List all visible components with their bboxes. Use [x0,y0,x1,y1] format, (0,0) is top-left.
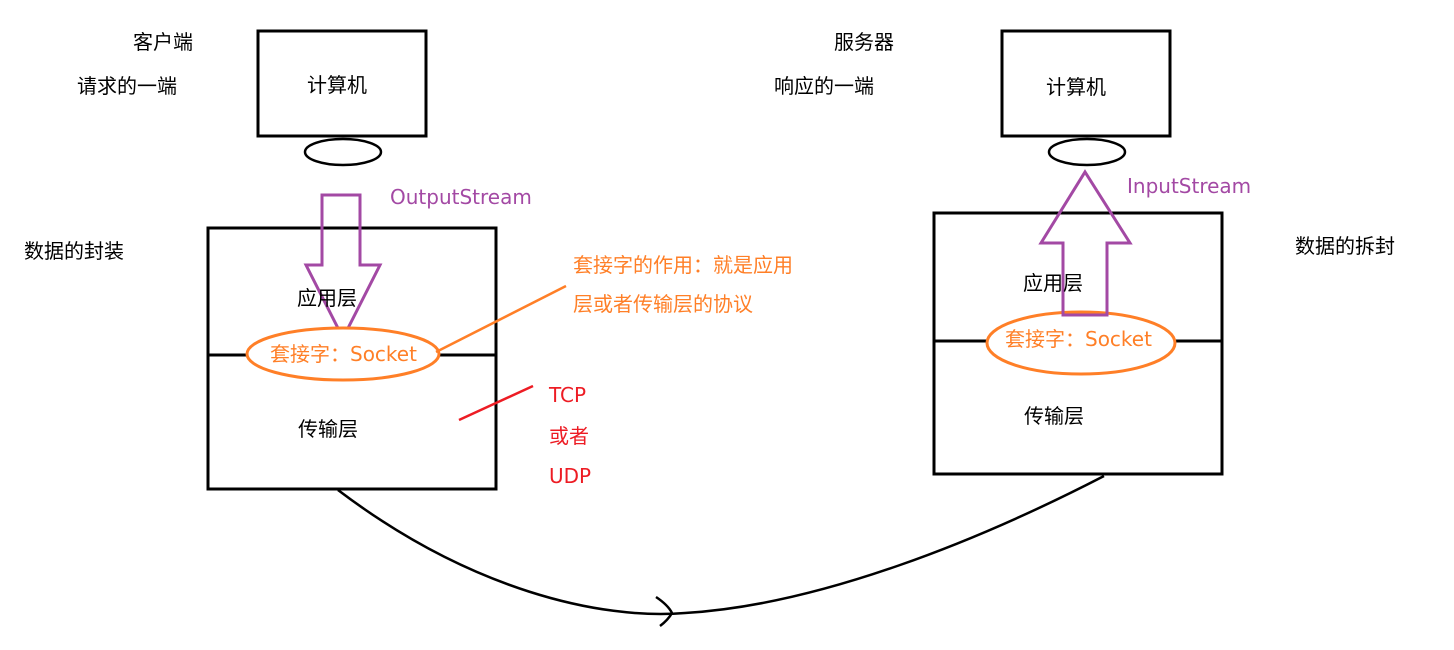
socket-role-line2: 层或者传输层的协议 [573,292,753,316]
client-subtitle: 请求的一端 [77,74,177,98]
client-protocol-stack [206,226,498,491]
server-protocol-stack [932,211,1224,476]
socket-annotation-pointer [435,284,567,354]
output-stream-label: OutputStream [390,185,532,209]
client-transport-layer: 传输层 [298,417,358,441]
server-application-layer: 应用层 [1023,271,1083,295]
transmission-curve [337,474,1105,616]
encapsulation-label: 数据的封装 [24,239,124,263]
client-computer-label: 计算机 [307,73,367,97]
server-transport-layer: 传输层 [1024,404,1084,428]
client-computer-monitor [256,29,428,138]
protocol-pointer [458,384,534,422]
client-socket-ellipse [245,326,441,382]
client-computer-stand [303,137,383,167]
server-socket-label: 套接字：Socket [1005,327,1152,351]
transmission-direction-arrowhead [655,595,674,627]
server-computer-monitor [1000,29,1172,138]
output-stream-arrow [303,193,383,342]
server-computer-stand [1047,137,1127,167]
server-title: 服务器 [834,30,894,54]
server-subtitle: 响应的一端 [774,74,874,98]
client-title: 客户端 [133,30,193,54]
server-computer-label: 计算机 [1046,75,1106,99]
client-application-layer: 应用层 [297,286,357,310]
protocol-or: 或者 [549,424,589,448]
input-stream-label: InputStream [1127,174,1252,198]
server-socket-ellipse [985,310,1177,376]
socket-role-line1: 套接字的作用：就是应用 [573,253,793,277]
input-stream-arrow [1038,169,1133,317]
protocol-tcp: TCP [549,383,587,407]
client-socket-label: 套接字：Socket [270,342,417,366]
decapsulation-label: 数据的拆封 [1295,234,1395,258]
protocol-udp: UDP [549,464,592,488]
